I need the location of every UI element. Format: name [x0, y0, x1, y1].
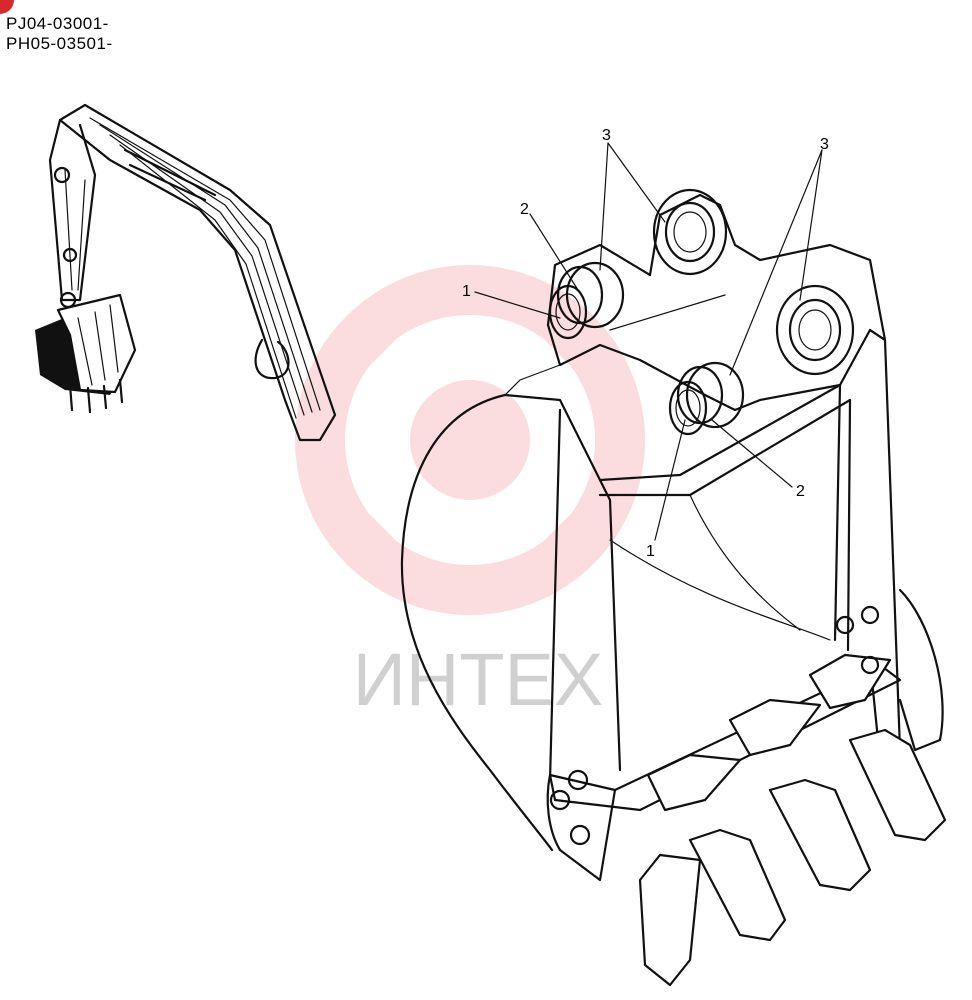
callout-3-left: 3	[602, 127, 611, 144]
serial-number-2: PH05-03501-	[6, 34, 113, 53]
ring-2-right	[676, 365, 724, 425]
bushing-3-upper-left	[652, 188, 728, 276]
bushing-3-lower-right	[685, 361, 745, 429]
callout-3-right: 3	[820, 136, 829, 153]
excavator-arm-illustration	[35, 103, 337, 442]
watermark-text: ИНТЕХ	[353, 638, 604, 721]
bucket-illustration	[400, 188, 947, 987]
bushing-3-upper-right	[775, 284, 855, 376]
serial-number-1: PJ04-03001-	[6, 14, 109, 33]
seal-1-right	[668, 380, 708, 436]
leader-lines	[474, 142, 823, 541]
callout-1-left: 1	[462, 283, 471, 300]
seal-1-left	[548, 284, 588, 340]
callout-1-right: 1	[646, 543, 655, 560]
callout-2-left: 2	[520, 201, 529, 218]
ring-2-left	[556, 265, 604, 325]
bushing-3-lower-left	[565, 261, 625, 329]
callout-2-right: 2	[796, 483, 805, 500]
